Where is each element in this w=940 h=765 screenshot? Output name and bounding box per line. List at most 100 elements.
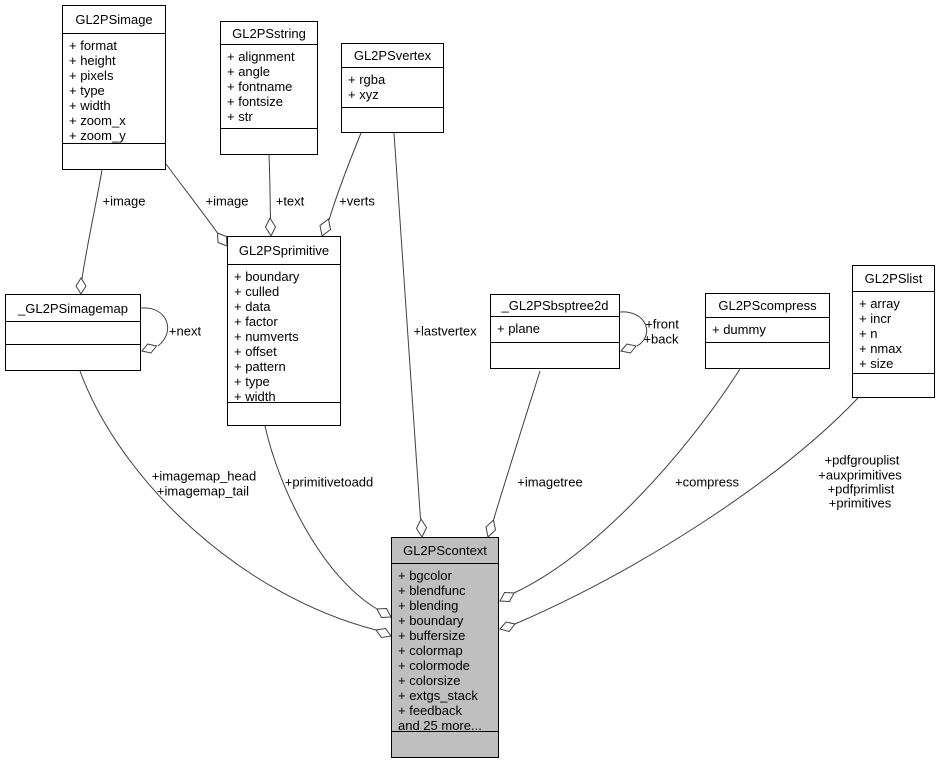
class-box-gl2psimagemap[interactable]: _GL2PSimagemap <box>5 294 141 371</box>
edge-label-back: +back <box>643 331 679 347</box>
class-attributes: + bgcolor+ blendfunc+ blending+ boundary… <box>392 564 498 732</box>
edge-imagemap-to-context <box>79 370 392 639</box>
class-title: GL2PSprimitive <box>228 237 340 265</box>
attribute-row: + factor <box>234 314 278 329</box>
aggregation-diamond <box>620 343 637 354</box>
class-box-gl2psvertex[interactable]: GL2PSvertex + rgba+ xyz <box>341 43 444 133</box>
aggregation-diamond <box>415 517 428 539</box>
edge-vertex-to-primitive <box>319 132 362 237</box>
edge-label-verts: +verts <box>339 193 375 209</box>
edge-label-image-1: +image <box>102 193 146 209</box>
class-box-gl2psprimitive[interactable]: GL2PSprimitive + boundary+ culled+ data+… <box>227 236 341 426</box>
class-box-gl2psimage[interactable]: GL2PSimage + format+ height+ pixels+ typ… <box>62 5 166 170</box>
class-empty-compartment <box>6 345 140 370</box>
edge-label-auxprimitives: +auxprimitives <box>818 467 902 483</box>
class-title: GL2PSlist <box>853 266 934 292</box>
class-box-gl2psbsptree2d[interactable]: _GL2PSbsptree2d + plane <box>490 294 620 369</box>
attribute-row: + zoom_x <box>69 113 126 128</box>
aggregation-diamond <box>499 621 516 633</box>
aggregation-diamond <box>376 607 392 619</box>
attribute-row: + fontsize <box>227 94 284 109</box>
class-title: GL2PSstring <box>221 22 317 45</box>
class-title: _GL2PSbsptree2d <box>491 295 619 317</box>
aggregation-diamond <box>75 277 87 295</box>
class-box-gl2pscompress[interactable]: GL2PScompress + dummy <box>705 293 830 369</box>
class-box-gl2pslist[interactable]: GL2PSlist + array+ incr+ n+ nmax+ size <box>852 265 935 398</box>
attribute-row: + width <box>234 389 276 403</box>
aggregation-diamond <box>499 591 515 603</box>
attribute-row: + colormode <box>398 658 470 673</box>
attribute-row: + colormap <box>398 643 463 658</box>
attribute-row: + alignment <box>227 49 295 64</box>
attribute-row: + extgs_stack <box>398 688 478 703</box>
edge-label-compress: +compress <box>675 474 739 490</box>
class-attributes: + format+ height+ pixels+ type+ width+ z… <box>63 34 165 144</box>
class-title: GL2PSimage <box>63 6 165 34</box>
attribute-row: + incr <box>859 311 892 326</box>
edge-vertex-to-context <box>393 132 428 539</box>
aggregation-diamond <box>319 218 332 237</box>
class-box-gl2psstring[interactable]: GL2PSstring + alignment+ angle+ fontname… <box>220 21 318 155</box>
aggregation-diamond <box>264 216 277 238</box>
aggregation-diamond <box>485 519 497 538</box>
class-empty-compartment <box>221 129 317 154</box>
attribute-row: + boundary <box>398 613 464 628</box>
attribute-row: + culled <box>234 284 280 299</box>
edge-label-imagemap-tail: +imagemap_tail <box>156 483 250 499</box>
edge-label-imagetree: +imagetree <box>517 474 583 490</box>
edge-label-image-2: +image <box>205 193 249 209</box>
class-empty-compartment <box>491 343 619 368</box>
attribute-row: + str <box>227 109 253 124</box>
attribute-row: + plane <box>497 321 541 336</box>
class-title: GL2PScompress <box>706 294 829 318</box>
aggregation-diamond <box>216 232 228 247</box>
attribute-row: + type <box>234 374 270 389</box>
edge-label-lastvertex: +lastvertex <box>413 323 477 339</box>
edge-label-pdfprimlist: +pdfprimlist <box>827 481 895 497</box>
class-empty-compartment <box>228 403 340 425</box>
edge-string-to-primitive <box>264 154 277 238</box>
class-title: _GL2PSimagemap <box>6 295 140 322</box>
class-attributes: + boundary+ culled+ data+ factor+ numver… <box>228 265 340 403</box>
edge-primitive-to-context <box>264 425 392 619</box>
attribute-row: + offset <box>234 344 277 359</box>
class-title: GL2PScontext <box>392 538 498 564</box>
attribute-row: + zoom_y <box>69 128 126 143</box>
attribute-row: + array <box>859 296 900 311</box>
attribute-row: + format <box>69 38 118 53</box>
aggregation-diamond <box>141 343 158 354</box>
attribute-row: + feedback <box>398 703 462 718</box>
attribute-row: + width <box>69 98 111 113</box>
attribute-row: + blendfunc <box>398 583 466 598</box>
attribute-row: + boundary <box>234 269 300 284</box>
attribute-row: and 25 more... <box>398 718 482 732</box>
edge-label-next: +next <box>168 323 202 339</box>
attribute-row: + buffersize <box>398 628 466 643</box>
class-attributes: + rgba+ xyz <box>342 68 443 108</box>
attribute-row: + angle <box>227 64 271 79</box>
aggregation-diamond <box>375 627 392 639</box>
attribute-row: + n <box>859 326 878 341</box>
attribute-row: + data <box>234 299 271 314</box>
edge-image-to-primitive <box>165 163 228 247</box>
attribute-row: + dummy <box>712 322 766 337</box>
edge-label-text: +text <box>275 193 305 209</box>
class-attributes: + plane <box>491 317 619 343</box>
edge-label-pdfgrouplist: +pdfgrouplist <box>824 452 900 468</box>
edge-image-to-imagemap <box>75 169 103 295</box>
class-attributes: + alignment+ angle+ fontname+ fontsize+ … <box>221 45 317 129</box>
edge-compress-to-context <box>499 368 741 603</box>
attribute-row: + rgba <box>348 72 386 87</box>
edge-label-imagemap-head: +imagemap_head <box>151 468 257 484</box>
class-box-gl2pscontext[interactable]: GL2PScontext + bgcolor+ blendfunc+ blend… <box>391 537 499 758</box>
class-empty-compartment <box>63 144 165 169</box>
attribute-row: + nmax <box>859 341 902 356</box>
class-attributes: + dummy <box>706 318 829 343</box>
class-empty-compartment <box>342 108 443 132</box>
class-empty-compartment <box>853 374 934 397</box>
self-loop-imagemap-next <box>140 307 169 354</box>
edge-label-primitivetoadd: +primitivetoadd <box>284 474 374 490</box>
edge-label-front: +front <box>645 316 679 332</box>
